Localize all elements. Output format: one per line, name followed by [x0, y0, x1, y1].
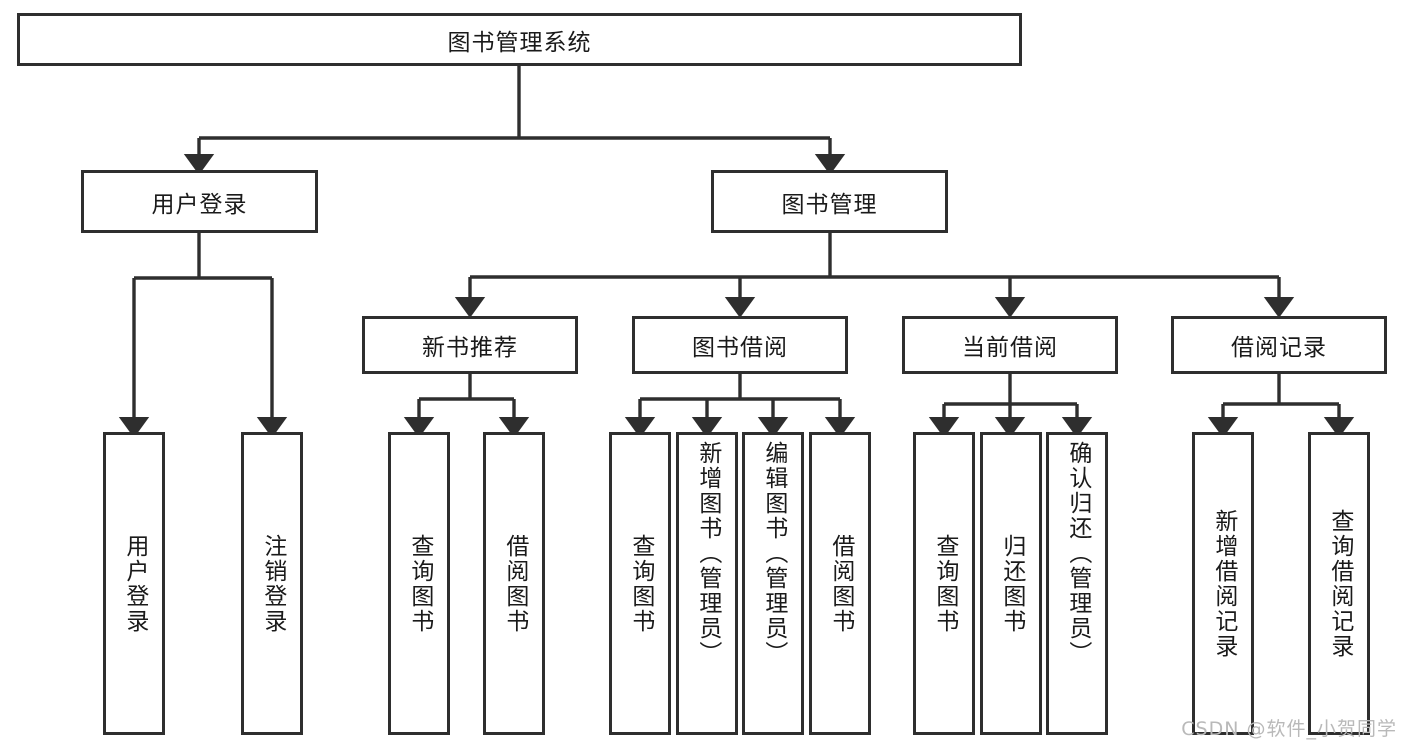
node-root[interactable]: 图书管理系统: [17, 13, 1022, 66]
node-leaf-return-book-label: 归还图书: [998, 533, 1025, 634]
node-book-borrow-label: 图书借阅: [692, 335, 788, 361]
node-leaf-return-book[interactable]: 归还图书: [980, 432, 1042, 735]
node-leaf-edit-book-label: 编辑图书（管理员）: [760, 441, 787, 666]
node-leaf-user-login[interactable]: 用户登录: [103, 432, 165, 735]
node-new-book-rec[interactable]: 新书推荐: [362, 316, 578, 374]
node-leaf-add-book[interactable]: 新增图书（管理员）: [676, 432, 738, 735]
node-leaf-add-record[interactable]: 新增借阅记录: [1192, 432, 1254, 735]
node-leaf-user-login-label: 用户登录: [121, 533, 148, 634]
node-new-book-rec-label: 新书推荐: [422, 335, 518, 361]
node-leaf-borrow-book-2-label: 借阅图书: [827, 533, 854, 634]
node-leaf-confirm-return-label: 确认归还（管理员）: [1064, 441, 1091, 666]
node-leaf-query-record[interactable]: 查询借阅记录: [1308, 432, 1370, 735]
node-leaf-query-book-1[interactable]: 查询图书: [388, 432, 450, 735]
node-user-login-label: 用户登录: [151, 191, 248, 218]
node-borrow-record-label: 借阅记录: [1231, 335, 1327, 361]
node-leaf-add-book-label: 新增图书（管理员）: [694, 441, 721, 666]
node-leaf-query-book-3[interactable]: 查询图书: [913, 432, 975, 735]
csdn-watermark: CSDN @软件_小贺同学: [1181, 718, 1397, 740]
node-borrow-record[interactable]: 借阅记录: [1171, 316, 1387, 374]
node-book-borrow[interactable]: 图书借阅: [632, 316, 848, 374]
node-leaf-query-book-1-label: 查询图书: [406, 533, 433, 634]
node-leaf-logout-login-label: 注销登录: [259, 533, 286, 634]
node-leaf-query-book-2[interactable]: 查询图书: [609, 432, 671, 735]
node-leaf-query-book-3-label: 查询图书: [931, 533, 958, 634]
node-leaf-borrow-book-2[interactable]: 借阅图书: [809, 432, 871, 735]
node-current-borrow-label: 当前借阅: [962, 335, 1058, 361]
node-leaf-query-record-label: 查询借阅记录: [1326, 508, 1353, 659]
node-book-manage[interactable]: 图书管理: [711, 170, 948, 233]
node-root-label: 图书管理系统: [447, 29, 592, 56]
node-leaf-add-record-label: 新增借阅记录: [1210, 508, 1237, 659]
node-leaf-query-book-2-label: 查询图书: [627, 533, 654, 634]
node-leaf-borrow-book-1-label: 借阅图书: [501, 533, 528, 634]
node-user-login[interactable]: 用户登录: [81, 170, 318, 233]
node-leaf-logout-login[interactable]: 注销登录: [241, 432, 303, 735]
node-current-borrow[interactable]: 当前借阅: [902, 316, 1118, 374]
node-leaf-confirm-return[interactable]: 确认归还（管理员）: [1046, 432, 1108, 735]
node-leaf-borrow-book-1[interactable]: 借阅图书: [483, 432, 545, 735]
node-leaf-edit-book[interactable]: 编辑图书（管理员）: [742, 432, 804, 735]
node-book-manage-label: 图书管理: [781, 191, 878, 218]
